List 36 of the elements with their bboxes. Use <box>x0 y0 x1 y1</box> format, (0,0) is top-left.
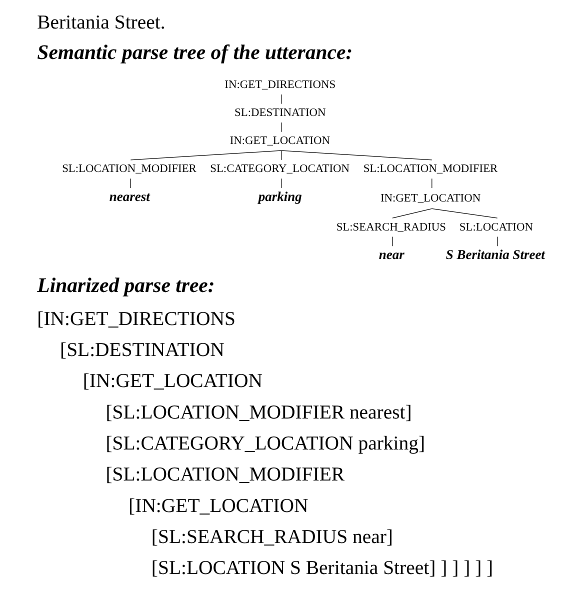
connector <box>392 236 393 246</box>
label: Beritania Street. <box>37 12 166 34</box>
connector <box>280 150 432 160</box>
connector <box>497 236 498 246</box>
node-text: SL:DESTINATION <box>234 107 326 120</box>
node-text: IN:GET_LOCATION <box>230 135 330 148</box>
node-text: SL:LOCATION <box>459 221 533 234</box>
connector <box>280 178 282 188</box>
node-text: SL:LOCATION_MODIFIER <box>363 163 498 176</box>
label: [IN:GET_DIRECTIONS <box>37 308 236 330</box>
label: [SL:SEARCH_RADIUS near] <box>151 526 393 548</box>
node-text: SL:SEARCH_RADIUS <box>336 221 446 234</box>
connector <box>432 208 498 218</box>
node-text: SL:LOCATION_MODIFIER <box>62 163 196 176</box>
node-text: SL:CATEGORY_LOCATION <box>210 163 350 176</box>
connector <box>392 208 432 218</box>
node-text: near <box>378 247 404 262</box>
node-text: parking <box>258 188 302 204</box>
connector <box>130 178 131 188</box>
connector <box>280 150 282 160</box>
label: [SL:LOCATION S Beritania Street] ] ] ] ] ] <box>151 557 494 580</box>
label: [IN:GET_LOCATION <box>128 494 308 517</box>
node-text: nearest <box>109 188 150 204</box>
connector <box>130 150 282 160</box>
label: Semantic parse tree of the utterance: <box>37 41 353 64</box>
connector <box>280 122 282 132</box>
connector <box>280 94 282 104</box>
node-text: IN:GET_LOCATION <box>380 192 481 204</box>
label: Linarized parse tree: <box>37 274 215 297</box>
node-text: IN:GET_DIRECTIONS <box>224 79 336 92</box>
label: [IN:GET_LOCATION <box>82 370 262 392</box>
label: [SL:LOCATION_MODIFIER <box>106 464 345 486</box>
label: [SL:DESTINATION <box>60 338 224 361</box>
label: [SL:CATEGORY_LOCATION parking] <box>106 432 426 454</box>
label: [SL:LOCATION_MODIFIER nearest] <box>106 401 412 424</box>
node-text: S Beritania Street <box>446 247 545 262</box>
